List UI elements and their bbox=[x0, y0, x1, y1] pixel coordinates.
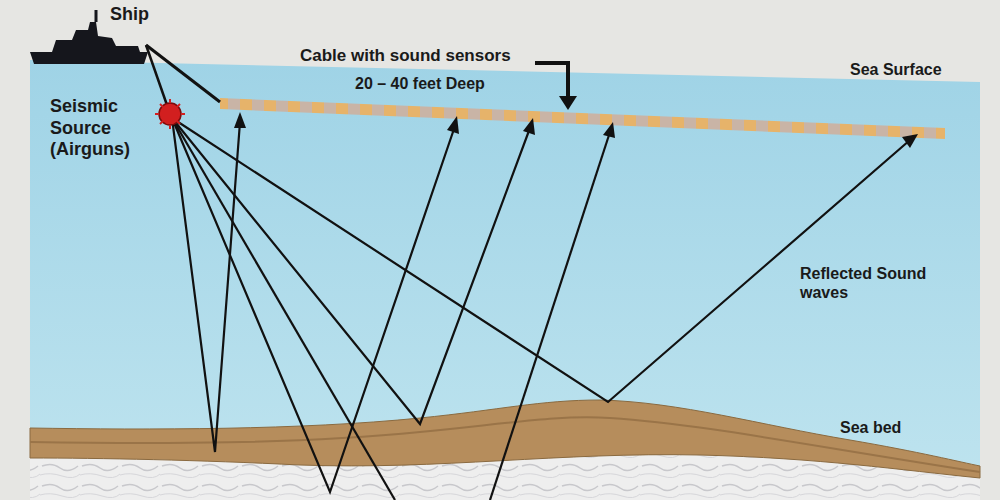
depth-label: 20 – 40 feet Deep bbox=[355, 74, 545, 93]
pointer-arrow bbox=[535, 63, 568, 98]
sensor-cable bbox=[220, 98, 945, 139]
seismic-source-dot bbox=[159, 103, 181, 125]
source-burst bbox=[155, 99, 185, 129]
reflection-label: Reflected Sound waves bbox=[800, 264, 930, 302]
ship-hull bbox=[30, 52, 148, 64]
source-label: Seismic Source (Airguns) bbox=[50, 96, 146, 161]
ship-label: Ship bbox=[110, 4, 190, 26]
sea-bed-layer bbox=[30, 400, 980, 478]
tow-line bbox=[146, 45, 168, 108]
arrowheads bbox=[234, 112, 918, 148]
ship-mast bbox=[95, 10, 98, 22]
sound-rays bbox=[172, 118, 910, 500]
sediment-line bbox=[30, 417, 980, 472]
cable-label: Cable with sound sensors bbox=[300, 46, 560, 66]
seabed-label: Sea bed bbox=[840, 418, 960, 437]
pointer-arrowhead bbox=[559, 96, 577, 110]
surface-label: Sea Surface bbox=[850, 60, 980, 79]
ship-superstructure bbox=[52, 22, 140, 52]
sea-water bbox=[30, 60, 980, 500]
